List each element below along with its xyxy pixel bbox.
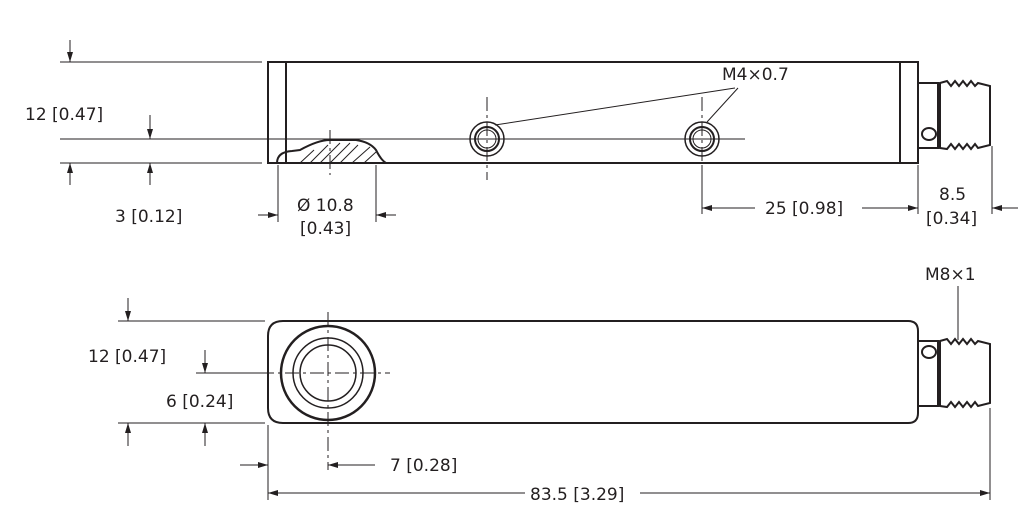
sensor-body-side	[267, 61, 919, 164]
connector-dim-mm: 8.5	[939, 185, 966, 205]
thread-label-m8: M8×1	[925, 265, 976, 285]
bottom-view: M8×1 12 [0.47] 6 [0.24] 7 [0.28] 83.5 [3…	[88, 265, 991, 505]
height-dim-bottom: 12 [0.47]	[88, 347, 166, 367]
center-dim: 6 [0.24]	[166, 392, 233, 412]
diameter-dim-mm: Ø 10.8	[297, 196, 354, 216]
length-dim: 83.5 [3.29]	[530, 485, 624, 505]
height-dim-top: 12 [0.47]	[25, 105, 103, 125]
edge-dim: 7 [0.28]	[390, 456, 457, 476]
diameter-dim-in: [0.43]	[300, 219, 351, 239]
offset-dim: 3 [0.12]	[115, 207, 182, 227]
connector-dim-in: [0.34]	[926, 209, 977, 229]
thread-label-m4: M4×0.7	[722, 65, 789, 85]
top-view: M4×0.7 12 [0.47] 3 [0.12] Ø 10.8 [0.43] …	[25, 40, 1018, 239]
hole-spacing-dim: 25 [0.98]	[765, 199, 843, 219]
connector-m8-top	[917, 79, 991, 151]
sensor-body-face	[267, 320, 919, 424]
sensing-face	[260, 312, 390, 470]
connector-m8-bottom	[917, 337, 991, 409]
